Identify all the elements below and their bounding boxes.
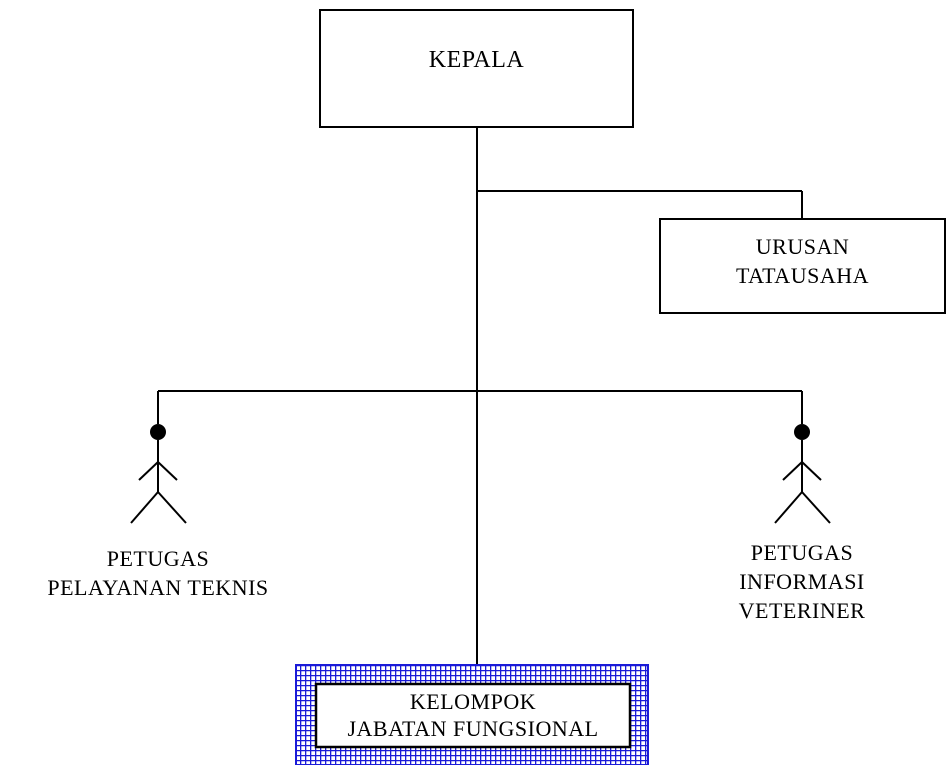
right-officer-label-line1: PETUGAS (750, 540, 854, 565)
left-officer-label-line1: PETUGAS (106, 546, 210, 571)
left-officer-label-line2: PELAYANAN TEKNIS (47, 575, 269, 600)
functional-group-label: KELOMPOK JABATAN FUNGSIONAL (316, 688, 630, 742)
left-officer-figure-icon (130, 424, 187, 524)
admin-office-label: URUSAN TATAUSAHA (660, 232, 945, 290)
functional-group-label-line1: KELOMPOK (409, 689, 537, 714)
head-box (319, 9, 634, 128)
left-officer-label: PETUGAS PELAYANAN TEKNIS (8, 544, 308, 602)
admin-office-box (659, 218, 946, 314)
functional-group-label-line2: JABATAN FUNGSIONAL (347, 716, 599, 741)
right-officer-label-line2: INFORMASI (739, 569, 865, 594)
head-label-text: KEPALA (428, 47, 525, 73)
admin-office-label-line2: TATAUSAHA (736, 263, 869, 288)
functional-group-box (314, 682, 632, 749)
head-label: KEPALA (320, 46, 633, 75)
right-officer-figure-icon (774, 424, 831, 524)
right-officer-label-line3: VETERINER (738, 598, 866, 623)
right-officer-label: PETUGAS INFORMASI VETERINER (702, 538, 902, 625)
admin-office-label-line1: URUSAN (755, 234, 850, 259)
